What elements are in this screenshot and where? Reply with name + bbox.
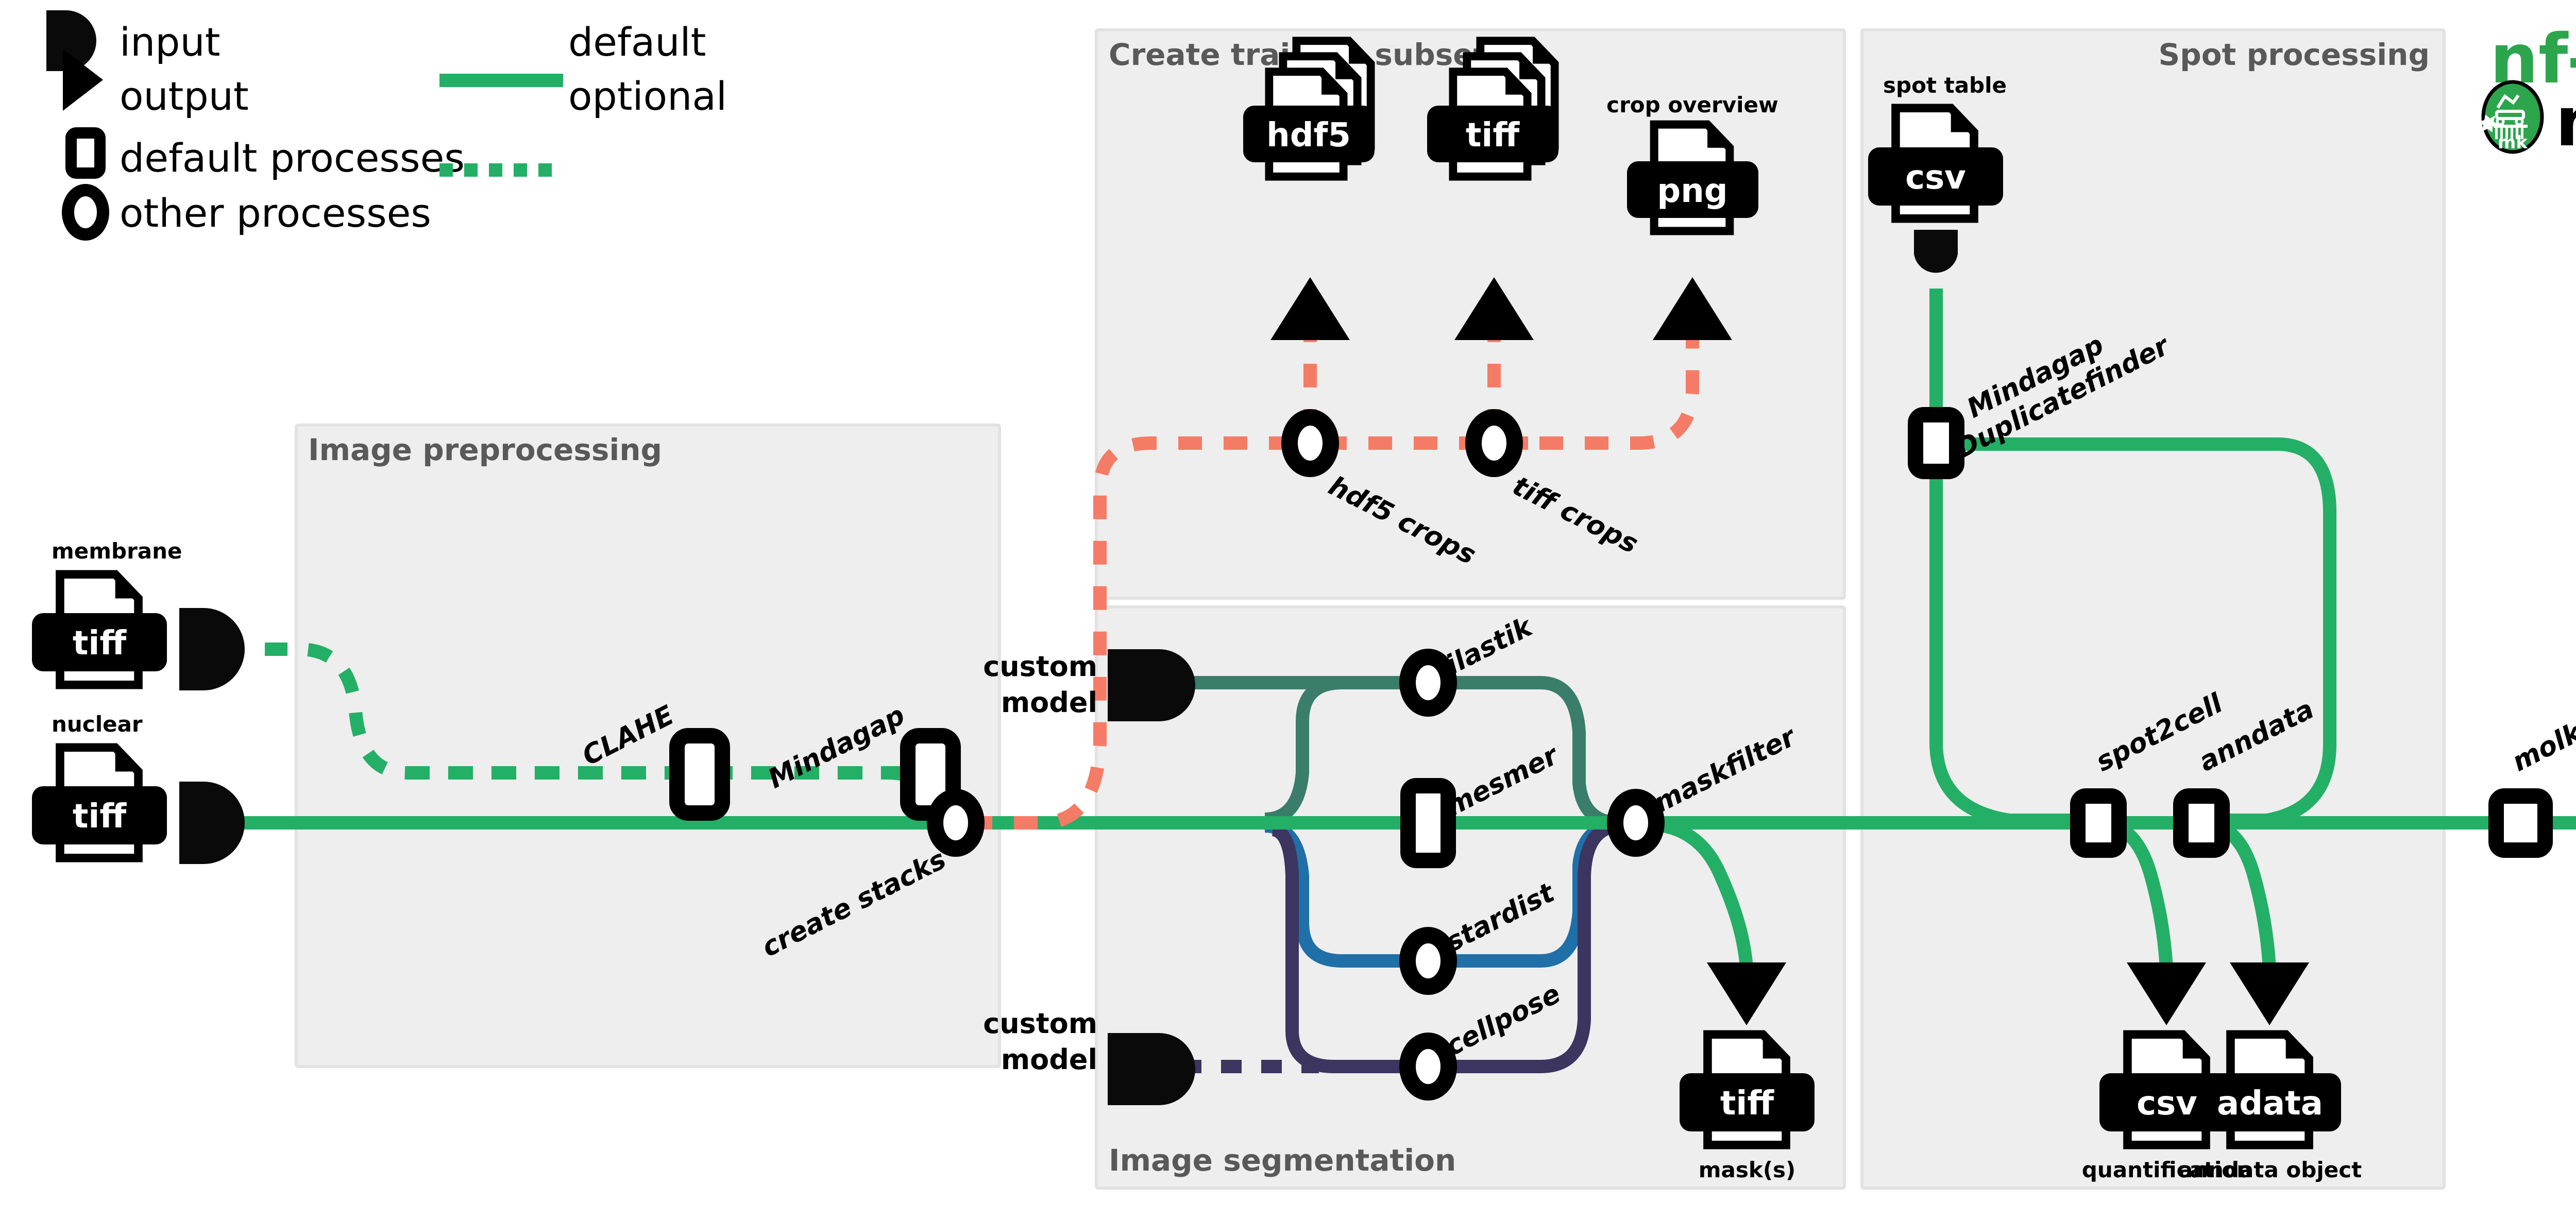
input-ext-nuclear: tiff bbox=[73, 798, 127, 836]
legend-item-input: input bbox=[46, 10, 221, 71]
input-ext-spot-table: csv bbox=[1905, 159, 1966, 197]
custom-model-line2: model bbox=[1001, 686, 1097, 719]
custom-model-line2: model bbox=[1001, 1043, 1097, 1076]
output-arrowheads bbox=[1270, 277, 2309, 1025]
arrow-down-mask bbox=[1707, 962, 1786, 1025]
logo[interactable]: nf-core/ mk molkart bbox=[2479, 11, 2576, 162]
panel-title-spot-processing: Spot processing bbox=[2159, 37, 2430, 72]
panel-image-segmentation bbox=[1095, 605, 1846, 1190]
output-ext-tiff-crops: tiff bbox=[1466, 116, 1520, 155]
arrow-down-adata bbox=[2230, 962, 2309, 1025]
input-shape-icon bbox=[1108, 649, 1195, 721]
output-caption-mask: mask(s) bbox=[1699, 1157, 1795, 1182]
panel-image-preprocessing bbox=[295, 424, 1001, 1068]
edge-branch-cellpose bbox=[1271, 819, 1619, 1073]
legend-item-default-process: default processes bbox=[65, 127, 465, 181]
panel-spot-processing bbox=[1860, 28, 2446, 1190]
legend-label-output: output bbox=[120, 73, 249, 119]
panel-title-image-preprocessing: Image preprocessing bbox=[308, 432, 662, 467]
output-ext-quantification: csv bbox=[2137, 1085, 2197, 1123]
output-file-hdf5-crops[interactable]: hdf5 bbox=[1243, 41, 1375, 177]
process-label-molkartqc: molkartqc bbox=[2507, 681, 2576, 778]
edge-maskfilter-to-mask bbox=[1651, 818, 1753, 969]
input-caption-spot-table: spot table bbox=[1883, 73, 2007, 98]
legend-label-default-line: default bbox=[568, 19, 706, 65]
legend-item-other-process: other processes bbox=[62, 184, 431, 241]
input-shape-icon bbox=[179, 782, 245, 864]
output-ext-mask: tiff bbox=[1720, 1085, 1775, 1123]
arrow-up-png bbox=[1653, 277, 1732, 340]
input-shape-icon bbox=[179, 608, 245, 690]
custom-model-line1: custom bbox=[983, 1007, 1097, 1040]
arrow-down-quant bbox=[2127, 962, 2206, 1025]
custom-model-line1: custom bbox=[983, 650, 1097, 683]
legend-item-optional-line: optional bbox=[439, 73, 727, 177]
input-caption-nuclear: nuclear bbox=[52, 712, 143, 737]
input-custom-model-cellpose[interactable]: custom model bbox=[983, 1007, 1195, 1105]
output-file-mask[interactable]: tiff mask(s) bbox=[1680, 1035, 1815, 1182]
output-file-anndata[interactable]: adata anndata object bbox=[2178, 1035, 2362, 1182]
input-file-membrane[interactable]: membrane tiff bbox=[32, 538, 245, 690]
edge-layer bbox=[222, 289, 2576, 1073]
panel-title-image-segmentation: Image segmentation bbox=[1109, 1143, 1456, 1178]
other-process-icon bbox=[62, 184, 109, 241]
legend-item-default-line: default bbox=[439, 19, 706, 87]
output-shape-icon bbox=[63, 49, 103, 111]
edge-createstacks-to-crops bbox=[969, 436, 1278, 830]
edge-tiffcrops-to-cropoverview bbox=[1494, 289, 1699, 450]
legend: input output default processes other pro… bbox=[46, 10, 727, 241]
input-ext-membrane: tiff bbox=[73, 624, 127, 663]
edge-duplicatefinder-to-anndata bbox=[1953, 437, 2337, 827]
arrow-up-hdf5 bbox=[1270, 277, 1350, 340]
output-ext-anndata: adata bbox=[2217, 1085, 2323, 1123]
legend-label-input: input bbox=[120, 19, 221, 65]
output-file-crop-overview[interactable]: crop overview png bbox=[1606, 92, 1778, 231]
input-shape-icon bbox=[1914, 230, 1958, 273]
arrow-up-tiff bbox=[1454, 277, 1534, 340]
output-ext-png: png bbox=[1657, 172, 1727, 210]
legend-label-optional-line: optional bbox=[568, 73, 727, 119]
default-process-icon bbox=[65, 127, 106, 179]
output-caption-quantification: quantification bbox=[2082, 1157, 2252, 1182]
edge-branch-ilastik bbox=[1264, 676, 1618, 830]
output-caption-anndata: anndata object bbox=[2178, 1157, 2362, 1182]
edge-duplicatefinder-to-spot2cell bbox=[1929, 453, 2076, 827]
legend-item-output: output bbox=[63, 49, 249, 119]
mk-badge-icon: mk bbox=[2479, 80, 2544, 154]
logo-name: molkart bbox=[2555, 82, 2576, 162]
input-caption-membrane: membrane bbox=[52, 538, 182, 564]
output-file-tiff-crops[interactable]: tiff bbox=[1427, 41, 1558, 177]
output-ext-hdf5: hdf5 bbox=[1266, 116, 1351, 155]
input-shape-icon bbox=[46, 10, 96, 71]
legend-label-other-processes: other processes bbox=[120, 190, 431, 236]
input-file-spot-table[interactable]: spot table csv bbox=[1868, 73, 2007, 273]
output-caption-crop-overview: crop overview bbox=[1606, 92, 1778, 117]
input-shape-icon bbox=[1108, 1033, 1195, 1105]
input-file-nuclear[interactable]: nuclear tiff bbox=[32, 712, 245, 864]
mk-badge-label: mk bbox=[2498, 132, 2528, 153]
input-custom-model-ilastik[interactable]: custom model bbox=[983, 649, 1195, 721]
legend-label-default-processes: default processes bbox=[120, 135, 465, 181]
